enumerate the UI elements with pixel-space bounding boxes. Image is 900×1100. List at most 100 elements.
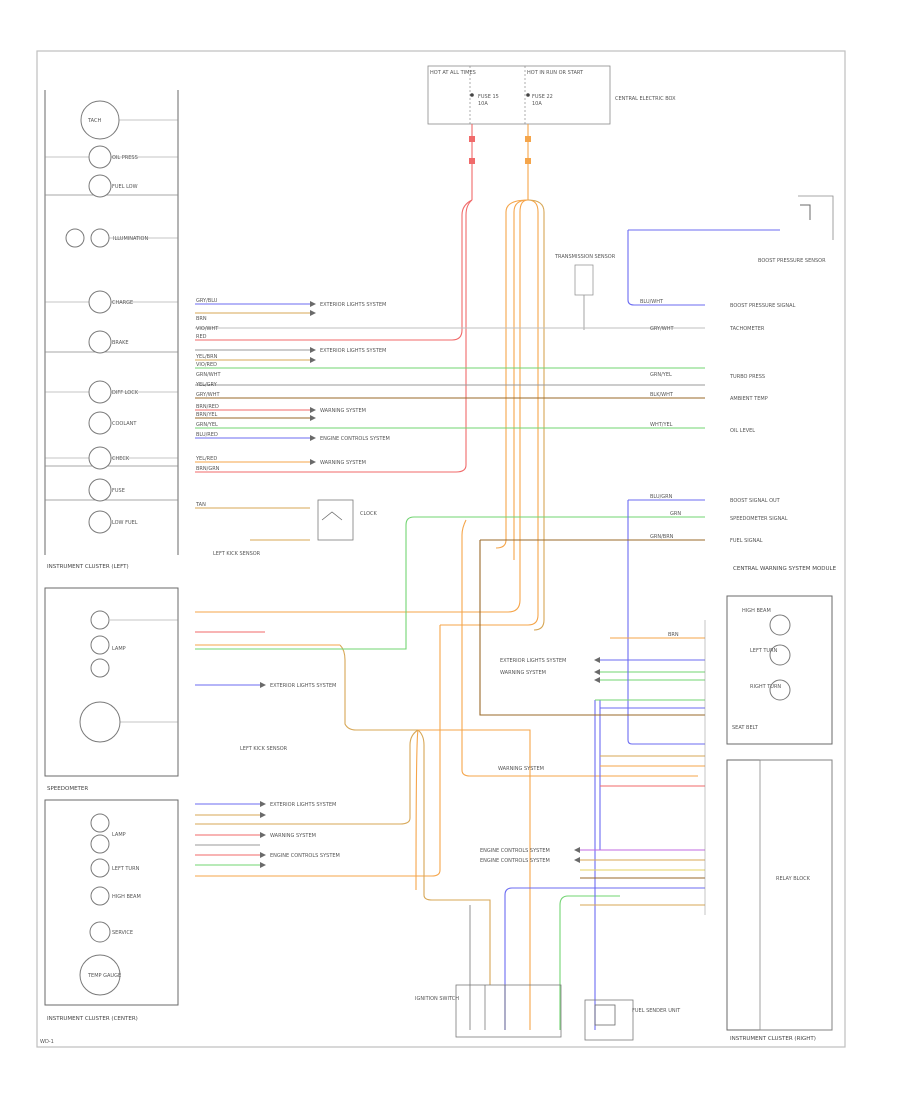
system-label: WARNING SYSTEM bbox=[498, 766, 544, 772]
signal-label: TURBO PRESS bbox=[729, 374, 765, 380]
charge-icon bbox=[88, 290, 112, 314]
wire-tag: BRN/RED bbox=[196, 404, 219, 410]
illumination-lamp-a-icon bbox=[65, 228, 85, 248]
brake-icon bbox=[88, 330, 112, 354]
bottom-gauge-label: SERVICE bbox=[112, 930, 133, 936]
relay-lamp-label: SEAT BELT bbox=[732, 725, 759, 731]
relay-lamp-label: RIGHT TURN bbox=[750, 684, 781, 690]
wire-tag: BLU/GRN bbox=[650, 494, 673, 500]
system-label: WARNING SYSTEM bbox=[320, 460, 366, 466]
bottom-lamp-2-icon bbox=[90, 834, 110, 854]
fuse-left-a: FUSE 15 bbox=[478, 94, 499, 100]
signal-label: TACHOMETER bbox=[729, 326, 765, 332]
speedometer-cluster: LAMP SPEEDOMETER bbox=[44, 587, 179, 792]
transmission-sensor: TRANSMISSION SENSOR bbox=[554, 254, 616, 330]
fuse-left-b: 10A bbox=[478, 101, 488, 107]
speedo-lamp-label: LAMP bbox=[112, 646, 126, 652]
gauge-label: FUSE bbox=[112, 488, 125, 494]
clock-component bbox=[317, 499, 354, 541]
fuse-icon bbox=[88, 478, 112, 502]
relay-block-label: RELAY BLOCK bbox=[776, 876, 811, 882]
oil-press-icon bbox=[88, 145, 112, 169]
instrument-cluster-bottom: LAMP LEFT TURN HIGH BEAM SERVICE TEMP GA… bbox=[40, 799, 179, 1045]
signal-labels: BOOST PRESSURE SIGNAL TACHOMETER TURBO P… bbox=[729, 303, 796, 544]
wire-tag: GRN bbox=[670, 511, 681, 517]
wire-tag: GRN/BRN bbox=[650, 534, 674, 540]
left-kick-sensor-label: LEFT KICK SENSOR bbox=[240, 746, 288, 752]
wire-tag: GRN/WHT bbox=[196, 372, 221, 378]
left-turn-lamp-icon bbox=[769, 644, 791, 666]
wire-tag: GRY/WHT bbox=[650, 326, 674, 332]
gauge-label: OIL PRESS bbox=[112, 155, 138, 161]
wire-tag: BRN bbox=[668, 632, 679, 638]
wire-tag: RED bbox=[196, 334, 207, 340]
coolant-icon bbox=[88, 411, 112, 435]
gauge-label: CHARGE bbox=[112, 300, 133, 306]
instrument-cluster-label: INSTRUMENT CLUSTER (LEFT) bbox=[47, 564, 129, 570]
gauge-label: COOLANT bbox=[112, 421, 137, 427]
wire-tags-left: GRY/BLU BRN VIO/WHT RED YEL/BRN VIO/RED … bbox=[195, 298, 221, 508]
wire-tag: GRN/YEL bbox=[196, 422, 218, 428]
fuel-sender-label: FUEL SENDER UNIT bbox=[632, 1008, 681, 1014]
central-module-label: CENTRAL WARNING SYSTEM MODULE bbox=[733, 566, 837, 572]
gauge-label: LOW FUEL bbox=[112, 520, 138, 526]
signal-label: AMBIENT TEMP bbox=[730, 396, 768, 402]
wire-tag: GRN/YEL bbox=[650, 372, 672, 378]
fuel-low-icon bbox=[88, 174, 112, 198]
signal-label: OIL LEVEL bbox=[730, 428, 755, 434]
instrument-cluster-bottom-label: INSTRUMENT CLUSTER (CENTER) bbox=[47, 1016, 138, 1022]
instrument-cluster-right-label: INSTRUMENT CLUSTER (RIGHT) bbox=[730, 1036, 816, 1042]
bottom-gauge-label: HIGH BEAM bbox=[112, 894, 141, 900]
fuel-sender-unit: FUEL SENDER UNIT bbox=[584, 999, 681, 1041]
relay-lamp-label: LEFT TURN bbox=[750, 648, 778, 654]
system-label: ENGINE CONTROLS SYSTEM bbox=[480, 848, 550, 854]
right-turn-lamp-icon bbox=[769, 679, 791, 701]
wire-bundle bbox=[195, 199, 780, 1030]
ignition-switch: IGNITION SWITCH bbox=[415, 984, 562, 1038]
bottom-left-turn-icon bbox=[90, 858, 110, 878]
system-label: EXTERIOR LIGHTS SYSTEM bbox=[270, 802, 336, 808]
wire-tag: BLU/RED bbox=[196, 432, 218, 438]
bottom-temp-gauge-icon bbox=[79, 954, 121, 996]
bottom-service-icon bbox=[89, 921, 111, 943]
left-connectors bbox=[260, 301, 600, 868]
system-label: EXTERIOR LIGHTS SYSTEM bbox=[320, 348, 386, 354]
signal-label: FUEL SIGNAL bbox=[730, 538, 763, 544]
wire-tag: TAN bbox=[195, 502, 206, 508]
clock-label: CLOCK bbox=[360, 511, 378, 517]
transmission-sensor-label: TRANSMISSION SENSOR bbox=[554, 254, 616, 260]
system-label: WARNING SYSTEM bbox=[320, 408, 366, 414]
diagram-frame bbox=[36, 50, 846, 1048]
check-icon bbox=[88, 446, 112, 470]
ignition-switch-label: IGNITION SWITCH bbox=[415, 996, 459, 1002]
wire-tag: YEL/RED bbox=[195, 456, 217, 462]
bottom-gauge-label: LAMP bbox=[112, 832, 126, 838]
gauge-label: BRAKE bbox=[112, 340, 129, 346]
illumination-lamp-b-icon bbox=[90, 228, 110, 248]
wire-tag: BLK/WHT bbox=[650, 392, 674, 398]
wire-tag: VIO/RED bbox=[196, 362, 217, 368]
speedo-lamp-b-icon bbox=[90, 635, 110, 655]
wire-tag: BRN bbox=[196, 316, 207, 322]
fuse-right-a: FUSE 22 bbox=[532, 94, 553, 100]
system-labels: EXTERIOR LIGHTS SYSTEM EXTERIOR LIGHTS S… bbox=[213, 302, 566, 864]
speedometer-label: SPEEDOMETER bbox=[47, 786, 88, 792]
speedo-lamp-a-icon bbox=[90, 610, 110, 630]
system-label: ENGINE CONTROLS SYSTEM bbox=[270, 853, 340, 859]
wire-tag: BRN/YEL bbox=[196, 412, 218, 418]
signal-label: BOOST SIGNAL OUT bbox=[730, 498, 781, 504]
signal-label: BOOST PRESSURE SIGNAL bbox=[730, 303, 796, 309]
relay-lamp-label: HIGH BEAM bbox=[742, 608, 771, 614]
gauge-label: DIFF LOCK bbox=[112, 390, 139, 396]
high-beam-lamp-icon bbox=[769, 614, 791, 636]
wire-tag: WHT/YEL bbox=[650, 422, 673, 428]
system-label: EXTERIOR LIGHTS SYSTEM bbox=[270, 683, 336, 689]
bottom-gauge-label: LEFT TURN bbox=[112, 866, 140, 872]
signal-label: SPEEDOMETER SIGNAL bbox=[730, 516, 788, 522]
low-fuel-icon bbox=[88, 510, 112, 534]
speedometer-gauge-icon bbox=[79, 701, 121, 743]
bottom-gauge-label: TEMP GAUGE bbox=[87, 973, 121, 979]
relay-block-group: HIGH BEAM LEFT TURN RIGHT TURN SEAT BELT… bbox=[726, 595, 833, 1042]
system-label: WARNING SYSTEM bbox=[500, 670, 546, 676]
fuse-right-title: HOT IN RUN OR START bbox=[527, 70, 584, 76]
